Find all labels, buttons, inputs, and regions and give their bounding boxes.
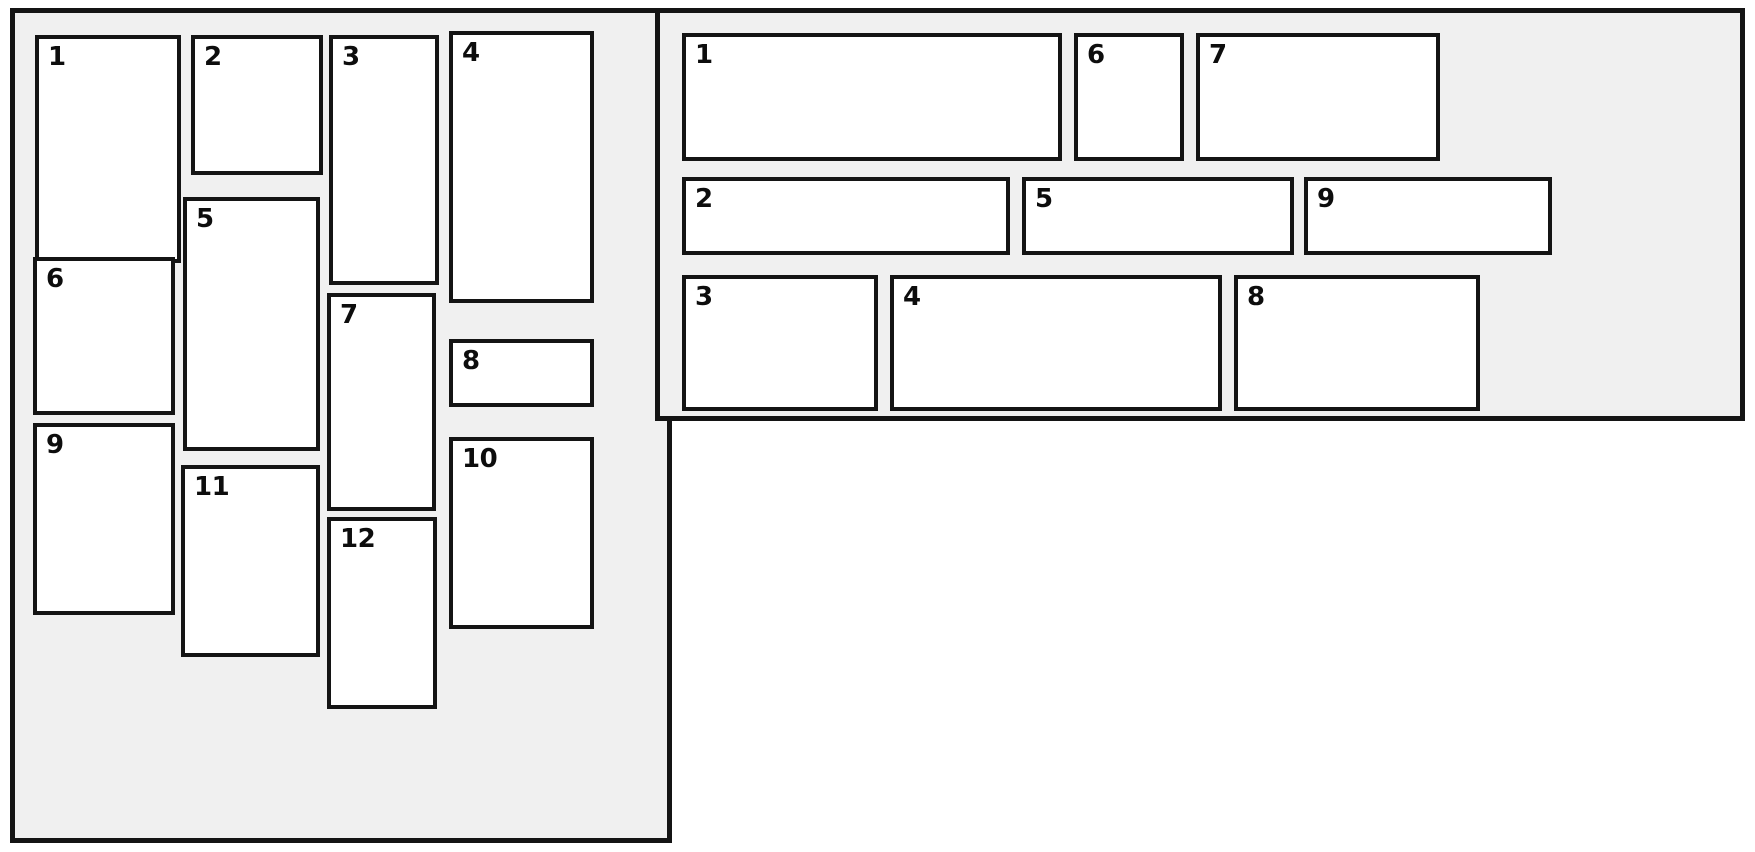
rect-label: 1 bbox=[695, 40, 713, 70]
rect-label: 9 bbox=[46, 430, 64, 460]
packed-rect[interactable]: 8 bbox=[449, 339, 594, 407]
rect-label: 5 bbox=[196, 204, 214, 234]
rect-label: 6 bbox=[1087, 40, 1105, 70]
rect-label: 7 bbox=[1209, 40, 1227, 70]
rect-label: 3 bbox=[695, 282, 713, 312]
rect-label: 6 bbox=[46, 264, 64, 294]
rect-label: 3 bbox=[342, 42, 360, 72]
rect-label: 4 bbox=[462, 38, 480, 68]
rect-label: 7 bbox=[340, 300, 358, 330]
rect-label: 5 bbox=[1035, 184, 1053, 214]
packed-rect[interactable]: 9 bbox=[1304, 177, 1552, 255]
packed-rect[interactable]: 1 bbox=[682, 33, 1062, 161]
rect-label: 2 bbox=[204, 42, 222, 72]
packed-rect[interactable]: 8 bbox=[1234, 275, 1480, 411]
packed-rect[interactable]: 3 bbox=[682, 275, 878, 411]
rect-label: 4 bbox=[903, 282, 921, 312]
packed-rect[interactable]: 7 bbox=[327, 293, 436, 511]
rect-label: 2 bbox=[695, 184, 713, 214]
container-right: 1 6 7 2 5 9 3 4 8 bbox=[655, 8, 1745, 421]
packed-rect[interactable]: 4 bbox=[449, 31, 594, 303]
rect-label: 9 bbox=[1317, 184, 1335, 214]
packed-rect[interactable]: 5 bbox=[1022, 177, 1294, 255]
rect-label: 10 bbox=[462, 444, 498, 474]
rect-label: 12 bbox=[340, 524, 376, 554]
packed-rect[interactable]: 5 bbox=[183, 197, 320, 451]
packed-rect[interactable]: 6 bbox=[33, 257, 175, 415]
packed-rect[interactable]: 2 bbox=[191, 35, 323, 175]
packed-rect[interactable]: 11 bbox=[181, 465, 320, 657]
packed-rect[interactable]: 9 bbox=[33, 423, 175, 615]
rect-label: 8 bbox=[1247, 282, 1265, 312]
packed-rect[interactable]: 10 bbox=[449, 437, 594, 629]
packed-rect[interactable]: 1 bbox=[35, 35, 181, 263]
rect-label: 11 bbox=[194, 472, 230, 502]
packed-rect[interactable]: 2 bbox=[682, 177, 1010, 255]
packed-rect[interactable]: 3 bbox=[329, 35, 439, 285]
packed-rect[interactable]: 7 bbox=[1196, 33, 1440, 161]
packed-rect[interactable]: 6 bbox=[1074, 33, 1184, 161]
packed-rect[interactable]: 12 bbox=[327, 517, 437, 709]
packed-rect[interactable]: 4 bbox=[890, 275, 1222, 411]
rect-label: 1 bbox=[48, 42, 66, 72]
rect-label: 8 bbox=[462, 346, 480, 376]
